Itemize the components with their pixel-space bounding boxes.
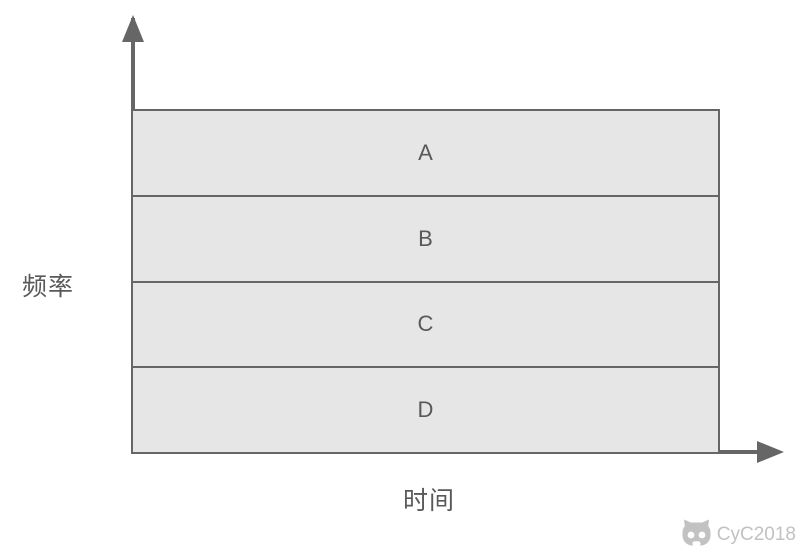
band-d: D [133, 368, 718, 452]
band-b: B [133, 196, 718, 283]
band-c-label: C [417, 311, 434, 337]
watermark: CyC2018 [681, 518, 796, 551]
band-d-label: D [417, 397, 434, 423]
frequency-bands: A B C D [131, 109, 720, 454]
x-axis-arrow-icon [757, 441, 784, 463]
x-axis-label: 时间 [402, 487, 455, 515]
y-axis-label: 频率 [22, 273, 75, 301]
band-a: A [133, 111, 718, 197]
github-octocat-icon [681, 518, 712, 551]
band-b-label: B [418, 225, 433, 251]
watermark-text: CyC2018 [716, 523, 796, 545]
band-a-label: A [418, 139, 433, 165]
y-axis-arrow-icon [122, 15, 144, 42]
band-c: C [133, 282, 718, 369]
